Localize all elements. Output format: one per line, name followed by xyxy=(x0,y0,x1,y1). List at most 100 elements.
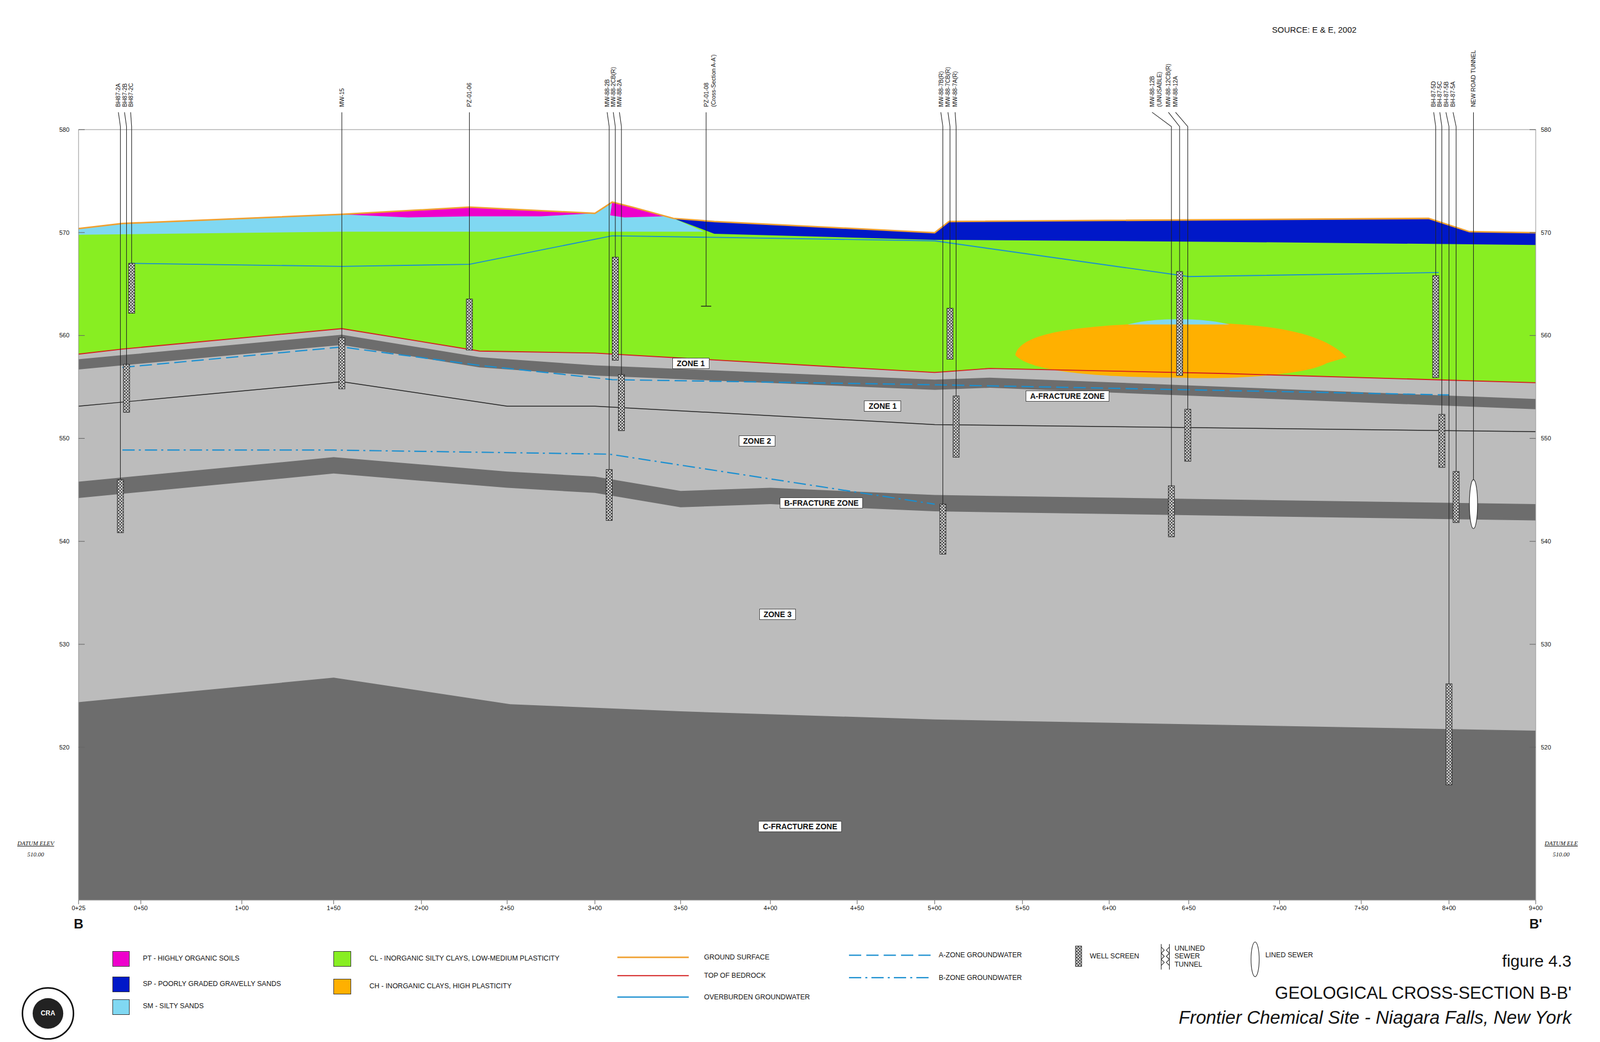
plot-ground xyxy=(78,129,1536,900)
label: 570 xyxy=(1540,229,1551,237)
well-label: MW-15 xyxy=(338,88,346,108)
figure-title: GEOLOGICAL CROSS-SECTION B-B' xyxy=(1274,983,1572,1003)
label: 1+50 xyxy=(326,904,341,912)
label: DATUM ELE xyxy=(1544,839,1578,847)
legend-text: CL - INORGANIC SILTY CLAYS, LOW-MEDIUM P… xyxy=(369,954,560,962)
top-of-bedrock xyxy=(78,328,1536,383)
well-screen xyxy=(618,374,625,431)
tick xyxy=(1529,232,1536,233)
legend-text: OVERBURDEN GROUNDWATER xyxy=(703,993,810,1001)
tick xyxy=(1529,541,1536,542)
label: 3+50 xyxy=(674,904,688,912)
label: 6+00 xyxy=(1102,904,1116,912)
wells xyxy=(117,112,1478,785)
legend-text: LINED SEWER xyxy=(1265,950,1314,959)
logo-ring xyxy=(22,987,74,1039)
legend-text: GROUND SURFACE xyxy=(703,953,770,961)
label: 520 xyxy=(59,743,70,751)
legend-text: WELL SCREEN xyxy=(1089,952,1140,960)
well-label: (UNUSABLE) xyxy=(1156,71,1163,108)
zone-name: ZONE 1 xyxy=(676,358,706,368)
label: 1+00 xyxy=(234,904,249,912)
label: 6+50 xyxy=(1181,904,1196,912)
axis-ticks xyxy=(78,129,1536,904)
legend-lined-sewer xyxy=(1251,941,1260,977)
well-screen xyxy=(1446,683,1453,785)
label: 7+00 xyxy=(1272,904,1287,912)
label: 5+50 xyxy=(1015,904,1030,912)
legend-text: SM - SILTY SANDS xyxy=(142,1001,204,1010)
well-label: BH-87-5C xyxy=(1436,81,1443,108)
zone-name: ZONE 3 xyxy=(763,609,792,619)
well-label: MW-88-7B(R) xyxy=(938,71,945,108)
well-label: BH-87-5D xyxy=(1430,81,1437,108)
tick xyxy=(1529,335,1536,336)
well-screen xyxy=(939,503,946,554)
label: 9+00 xyxy=(1529,904,1543,912)
well-label: MW-88-12B xyxy=(1149,76,1156,108)
tick xyxy=(856,899,858,904)
label: CRA xyxy=(40,1009,56,1018)
tick xyxy=(140,899,142,904)
well-screen xyxy=(953,395,960,458)
legend-swatch xyxy=(112,976,130,992)
zone-name: C-FRACTURE ZONE xyxy=(762,821,838,831)
tick xyxy=(1529,643,1536,645)
label: 550 xyxy=(59,434,70,442)
well-bottom-tick xyxy=(701,305,712,307)
zone-label-box: ZONE 1 xyxy=(863,400,902,412)
label: SOURCE: E & E, 2002 xyxy=(1272,24,1357,35)
label: 2+00 xyxy=(414,904,429,912)
label: 5+00 xyxy=(927,904,942,912)
tick xyxy=(770,899,771,904)
well-label: MW-88-12A xyxy=(1172,76,1179,108)
legend-swatch xyxy=(112,950,130,967)
legend-well-screen xyxy=(1075,945,1082,967)
tick xyxy=(333,899,334,904)
well-casing xyxy=(940,112,944,555)
tick xyxy=(78,541,85,542)
zone-name: ZONE 1 xyxy=(868,401,897,411)
well-label: BH-87-5A xyxy=(1449,81,1457,107)
label: 540 xyxy=(59,537,70,545)
ground-surface xyxy=(78,202,1536,233)
zone-name: A-FRACTURE ZONE xyxy=(1030,391,1105,401)
well-screen xyxy=(1168,485,1175,537)
legend-b-zone xyxy=(849,976,931,979)
label: 510.00 xyxy=(1552,850,1570,858)
overburden-groundwater xyxy=(129,235,1439,277)
zone-label-box: A-FRACTURE ZONE xyxy=(1025,390,1110,402)
label: 520 xyxy=(1540,743,1551,751)
well-screen xyxy=(947,307,954,359)
sp-gravelly-sand xyxy=(673,218,1536,245)
label: B xyxy=(73,916,84,932)
label: DATUM ELEV xyxy=(17,839,55,847)
well-label: MW-88-7A(R) xyxy=(952,71,959,108)
well-casing xyxy=(606,112,610,521)
figure-caption: Frontier Chemical Site - Niagara Falls, … xyxy=(1178,1006,1572,1028)
tick xyxy=(594,899,596,904)
legend-top-of-bedrock xyxy=(617,974,689,976)
cl-clay xyxy=(78,202,1536,383)
tick xyxy=(1535,899,1536,904)
label: 0+50 xyxy=(134,904,148,912)
legend-text: UNLINED SEWER TUNNEL xyxy=(1174,944,1228,969)
legend-text: CH - INORGANIC CLAYS, HIGH PLASTICITY xyxy=(369,981,512,990)
legend-swatch xyxy=(333,950,351,967)
c-fracture-zone xyxy=(78,677,1536,900)
tick xyxy=(78,129,85,130)
well-label: BH87-2A xyxy=(115,83,122,108)
zone-label-box: ZONE 3 xyxy=(759,608,797,620)
zone-label-box: B-FRACTURE ZONE xyxy=(779,497,864,509)
well-label: PZ-01-06 xyxy=(466,83,473,108)
label: 8+00 xyxy=(1442,904,1457,912)
well-casing xyxy=(1453,112,1457,523)
label: 7+50 xyxy=(1354,904,1368,912)
well-casing xyxy=(118,112,121,533)
a-zone-groundwater xyxy=(122,346,1449,395)
well-screen xyxy=(1432,275,1439,378)
label: B' xyxy=(1529,916,1542,932)
well-label: MW-88-12CB(R) xyxy=(1165,63,1172,107)
label: 0+25 xyxy=(71,904,86,912)
well-casing xyxy=(1151,112,1172,537)
